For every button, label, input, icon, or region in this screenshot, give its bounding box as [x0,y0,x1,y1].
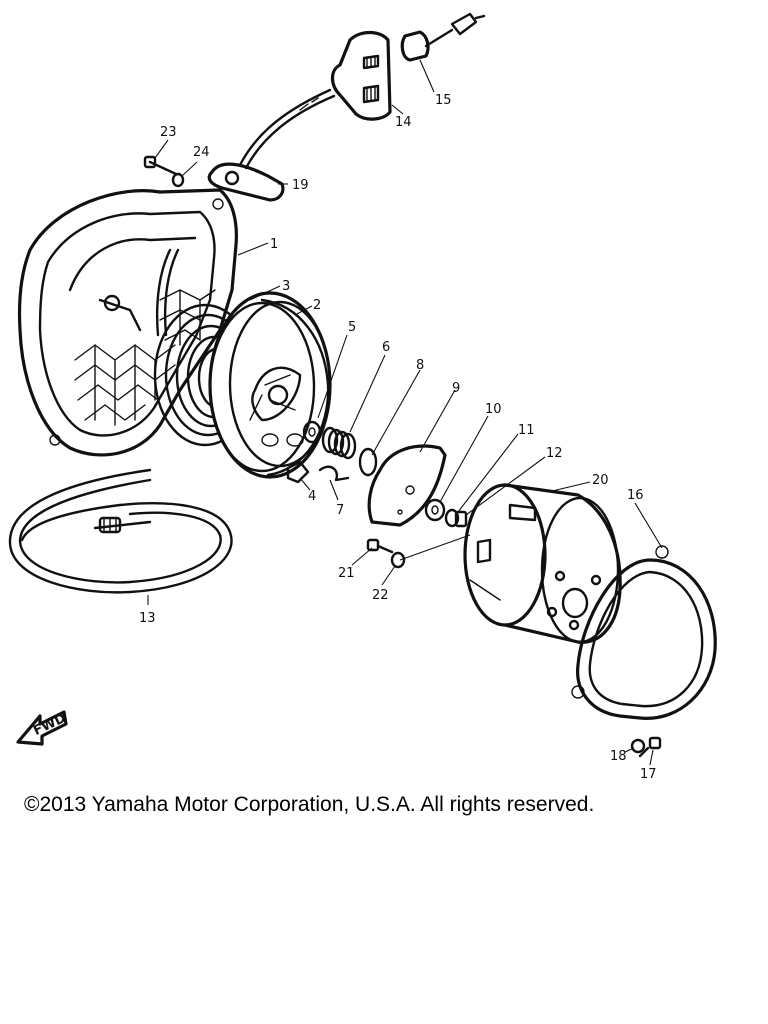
callout-19: 19 [292,178,309,193]
cover-ring [571,545,717,720]
callout-9: 9 [452,381,460,396]
starter-handle [330,30,392,121]
bolts-and-washers [143,155,662,758]
callout-2: 2 [313,298,321,313]
callout-12: 12 [546,446,563,461]
callout-18: 18 [610,749,627,764]
callout-16: 16 [627,488,644,503]
callout-17: 17 [640,767,657,782]
part-callouts: 1 3 2 5 6 8 9 10 11 12 20 16 4 7 21 22 1… [139,93,657,782]
starter-cable [238,88,336,170]
sheave-drum [208,291,332,479]
rope-guide [207,162,285,202]
pawl-and-spring-parts [286,420,378,484]
callout-6: 6 [382,340,390,355]
callout-5: 5 [348,320,356,335]
callout-13: 13 [139,611,156,626]
callout-21: 21 [338,566,355,581]
callout-15: 15 [435,93,452,108]
callout-24: 24 [193,145,210,160]
callout-20: 20 [592,473,609,488]
handle-cap [400,12,486,62]
starter-rope [8,468,233,594]
callout-11: 11 [518,423,535,438]
callout-23: 23 [160,125,177,140]
washer-and-nut [424,498,468,528]
starter-housing [17,188,238,457]
callout-8: 8 [416,358,424,373]
callout-22: 22 [372,588,389,603]
friction-plate [367,444,447,527]
callout-10: 10 [485,402,502,417]
callout-3: 3 [282,279,290,294]
forward-arrow: FWD [16,710,69,746]
leader-lines [147,59,663,766]
callout-7: 7 [336,503,344,518]
starter-pulley-cup [463,483,622,644]
fwd-label: FWD [31,711,68,739]
copyright-notice: ©2013 Yamaha Motor Corporation, U.S.A. A… [24,793,595,816]
callout-1: 1 [270,237,278,252]
callout-14: 14 [395,115,412,130]
callout-4: 4 [308,489,316,504]
